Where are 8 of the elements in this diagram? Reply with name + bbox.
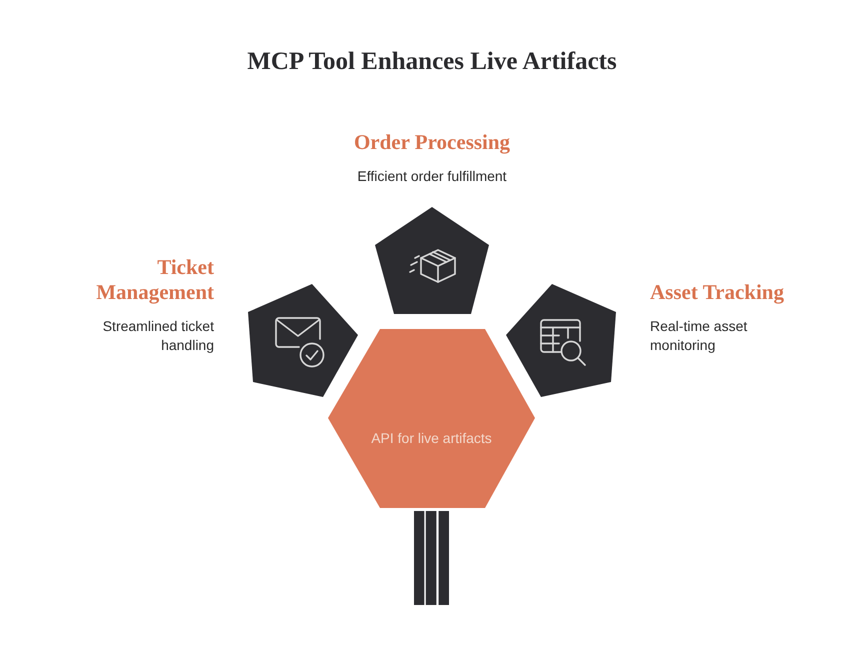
description: Real-time asset monitoring: [650, 318, 748, 353]
description: Efficient order fulfillment: [357, 168, 507, 184]
hexagon-label: API for live artifacts: [371, 430, 492, 446]
heading: Ticket Management: [96, 255, 214, 304]
diagram-title: MCP Tool Enhances Live Artifacts: [247, 48, 617, 75]
description: Streamlined ticket handling: [102, 318, 214, 353]
heading: Asset Tracking: [650, 280, 784, 304]
heading: Order Processing: [354, 130, 510, 154]
